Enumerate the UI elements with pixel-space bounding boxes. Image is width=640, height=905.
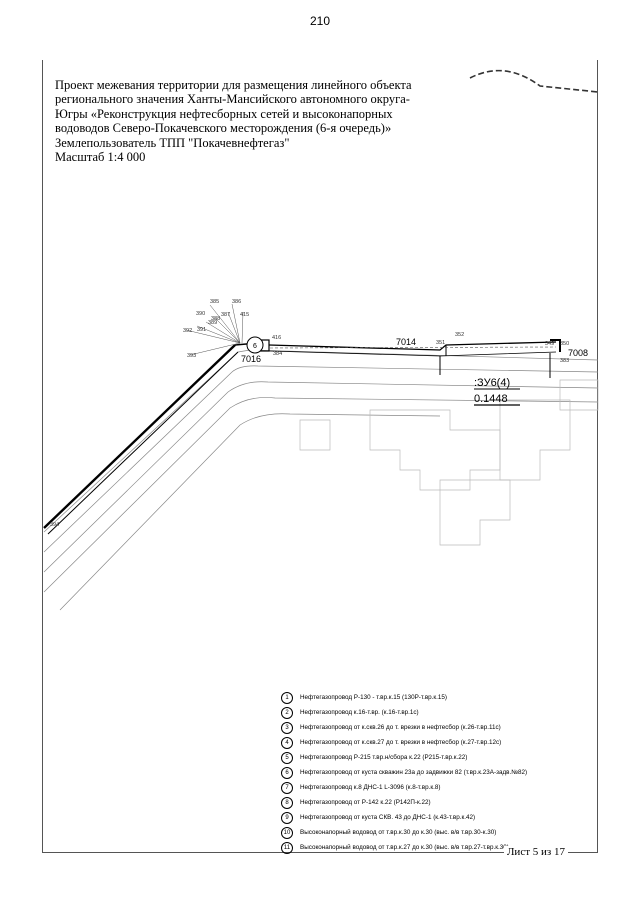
title-line: регионального значения Ханты-Мансийского… [55,92,410,107]
legend-number: 3 [281,721,293,734]
pipeline-corridor [43,339,561,535]
point-label: 390 [196,311,205,317]
legend-number: 11 [281,841,293,854]
legend-text: Нефтегазопровод от к.скв.27 до т. врезки… [300,739,502,746]
point-label: 394 [50,522,59,528]
legend-text: Высоконапорный водовод от т.вр.к.27 до к… [300,844,509,851]
point-label: 392 [183,328,192,334]
page-number: 210 [309,14,331,28]
legend-text: Нефтегазопровод от к.скв.26 до т. врезки… [300,724,501,731]
building-outlines [299,379,599,546]
legend-item: 4 Нефтегазопровод от к.скв.27 до т. врезк… [281,735,591,750]
leader-lines [185,303,244,356]
drawing-frame [42,60,598,853]
parcel-number: 7014 [396,337,416,347]
title-line: Югры «Реконструкция нефтесборных сетей и… [55,106,393,121]
legend-item: 1 Нефтегазопровод Р-130 - т.вр.к.15 (130Р… [281,690,591,705]
point-label: 350 [560,341,569,347]
legend-item: 2 Нефтегазопровод к.16-т.вр. (к.16-т.вр.1… [281,705,591,720]
point-label: 386 [232,299,241,305]
sheet-label: Лист 5 из 17 [503,846,568,858]
legend-number: 5 [281,751,293,764]
circle-marker-label: 6 [253,343,257,350]
point-labels: 385 386 387 388 389 390 391 392 393 394 … [50,299,569,528]
legend-number: 6 [281,766,293,779]
legend-number: 8 [281,796,293,809]
legend-text: Нефтегазопровод от куста скважин 23а до … [300,769,528,776]
parcel-number: 7016 [241,354,261,364]
map-title: Проект межевания территории для размещен… [55,78,495,164]
point-label: 387 [221,312,230,318]
point-label: 388 [211,316,220,322]
circle-marker [246,336,264,354]
legend-number: 7 [281,781,293,794]
legend-text: Нефтегазопровод от Р-142 к.22 (Р142П-к.2… [300,799,431,806]
legend-item: 10 Высоконапорный водовод от т.вр.к.30 до… [281,825,591,840]
legend-number: 9 [281,811,293,824]
point-label: 383 [560,358,569,364]
point-label: 393 [187,353,196,359]
point-label: 389 [208,320,217,326]
legend-item: 8 Нефтегазопровод от Р-142 к.22 (Р142П-к.… [281,795,591,810]
scale-label: Масштаб 1:4 000 [55,150,146,165]
legend-number: 2 [281,706,293,719]
point-label: 415 [240,312,249,318]
legend-item: 7 Нефтегазопровод к.8 ДНС-1 L-3096 (к.8-т… [281,780,591,795]
legend-item: 11 Высоконапорный водовод от т.вр.к.27 до… [281,840,591,855]
point-label: 351 [436,340,445,346]
legend-text: Нефтегазопровод от куста СКВ. 43 до ДНС-… [300,814,476,821]
dashed-line [269,346,557,349]
legend-text: Нефтегазопровод к.16-т.вр. (к.16-т.вр.1с… [300,709,419,716]
title-line: Проект межевания территории для размещен… [55,78,412,92]
point-label: 416 [272,335,281,341]
title-line: Землепользователь ТПП "Покачевнефтегаз" [55,135,290,150]
legend-text: Нефтегазопровод к.8 ДНС-1 L-3096 (к.8-т.… [300,784,441,791]
point-label: 384 [273,351,282,357]
legend-item: 5 Нефтегазопровод Р-215 т.вр.н/сбора к.22… [281,750,591,765]
legend-number: 4 [281,736,293,749]
title-line: водоводов Северо-Покачевского месторожде… [55,121,392,136]
parcel-labels: 7014 7016 7008 :ЗУ6(4) 0.1448 [241,337,588,405]
point-label: 349 [545,341,554,347]
legend-number: 10 [281,826,293,839]
legend-text: Нефтегазопровод Р-130 - т.вр.к.15 (130Р-… [300,694,448,701]
point-label: 352 [455,332,464,338]
road-lines [43,349,599,611]
legend-text: Высоконапорный водовод от т.вр.к.30 до к… [300,829,497,836]
area-label: 0.1448 [474,393,508,405]
legend-item: 9 Нефтегазопровод от куста СКВ. 43 до ДНС… [281,810,591,825]
zone-label: :ЗУ6(4) [474,377,510,389]
point-label: 385 [210,299,219,305]
point-label: 391 [197,327,206,333]
legend-item: 6 Нефтегазопровод от куста скважин 23а до… [281,765,591,780]
legend-number: 1 [281,691,293,704]
parcel-number: 7008 [568,348,588,358]
legend: 1 Нефтегазопровод Р-130 - т.вр.к.15 (130Р… [281,690,591,855]
boundary-line [469,69,599,93]
legend-text: Нефтегазопровод Р-215 т.вр.н/сбора к.22 … [300,754,468,761]
legend-item: 3 Нефтегазопровод от к.скв.26 до т. врезк… [281,720,591,735]
